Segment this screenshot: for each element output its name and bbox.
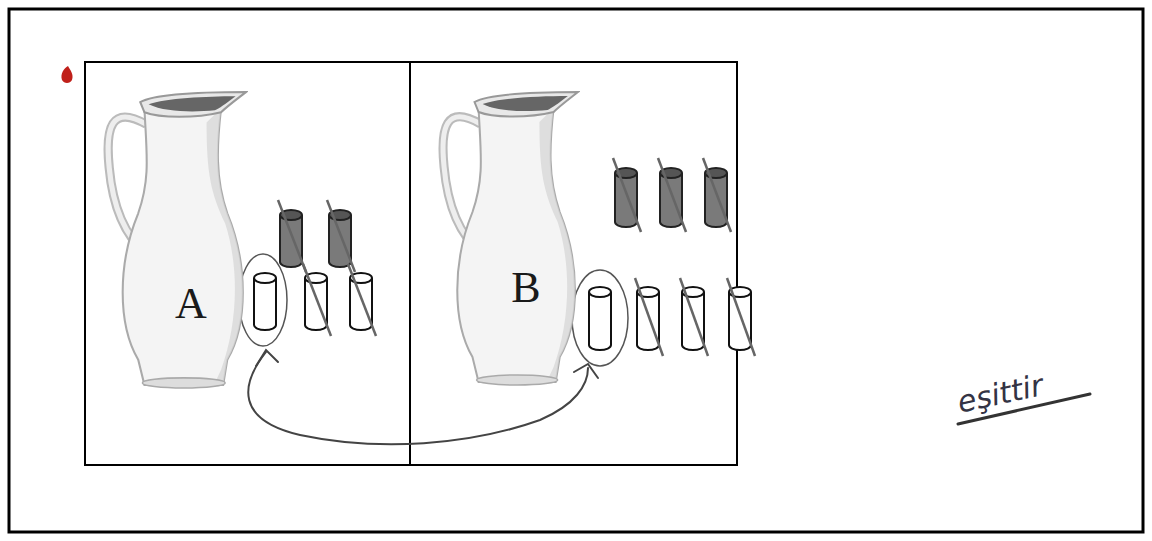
panel-frame: [85, 62, 737, 465]
pitcher: B: [438, 82, 580, 387]
red-mark: [61, 66, 72, 83]
handwritten-note: eşittir: [955, 370, 1046, 417]
pitcher-outline: [438, 82, 580, 387]
pitcher: A: [103, 82, 248, 390]
panel-divider: [409, 62, 411, 465]
pitcher-letter: A: [175, 282, 207, 326]
pitcher-outline: [103, 82, 248, 390]
pitcher-letter: B: [511, 266, 540, 310]
outer-frame: [9, 9, 1143, 532]
